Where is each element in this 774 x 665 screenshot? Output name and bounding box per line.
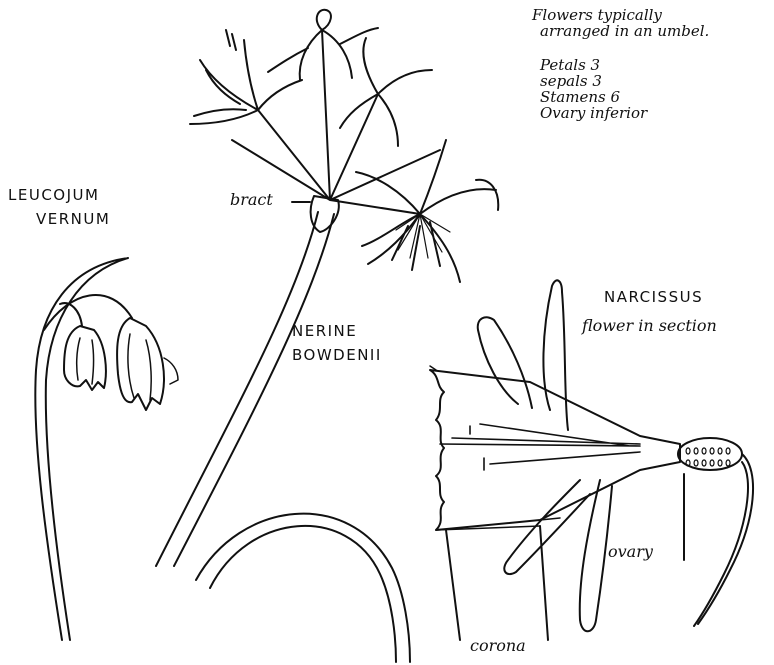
narcissus-pedicel xyxy=(694,454,753,626)
leucojum-bell-right-detail xyxy=(128,334,178,400)
nerine-flower-upper-right xyxy=(340,38,432,146)
formula-sepals: sepals 3 xyxy=(540,74,602,89)
formula-stamens: Stamens 6 xyxy=(540,90,620,105)
nerine-title-line2: BOWDENII xyxy=(292,348,382,364)
narcissus-ovules xyxy=(686,448,730,466)
leucojum-title-line1: LEUCOJUM xyxy=(8,188,99,204)
nerine-flower-left xyxy=(190,30,302,124)
nerine-flower-right xyxy=(356,140,498,282)
narcissus-tube-lines xyxy=(430,366,560,530)
leucojum-bell-left xyxy=(64,326,106,390)
formula-petals: Petals 3 xyxy=(540,58,600,73)
nerine-pedicels xyxy=(232,30,440,214)
leucojum-drawing xyxy=(35,258,178,640)
narcissus-petal-upper xyxy=(543,280,568,430)
formula-ovary: Ovary inferior xyxy=(540,106,647,121)
narcissus-title-line2: flower in section xyxy=(582,318,717,335)
ovary-label: ovary xyxy=(608,544,653,561)
corona-pointer-left xyxy=(446,530,460,640)
umbel-note-line2: arranged in an umbel. xyxy=(540,24,709,39)
nerine-leaf-arc xyxy=(196,514,410,662)
nerine-title-line1: NERINE xyxy=(292,324,357,340)
narcissus-title-line1: NARCISSUS xyxy=(604,290,703,306)
leucojum-leaf xyxy=(35,258,128,640)
leucojum-bell-right xyxy=(117,318,164,410)
corona-label: corona xyxy=(470,638,526,655)
umbel-note-line1: Flowers typically xyxy=(532,8,662,23)
leucojum-bell-left-detail xyxy=(77,338,94,384)
narcissus-petal-left xyxy=(478,317,532,408)
leucojum-title-line2: VERNUM xyxy=(36,212,110,228)
bract-label: bract xyxy=(230,192,273,209)
narcissus-stamens xyxy=(440,424,640,470)
